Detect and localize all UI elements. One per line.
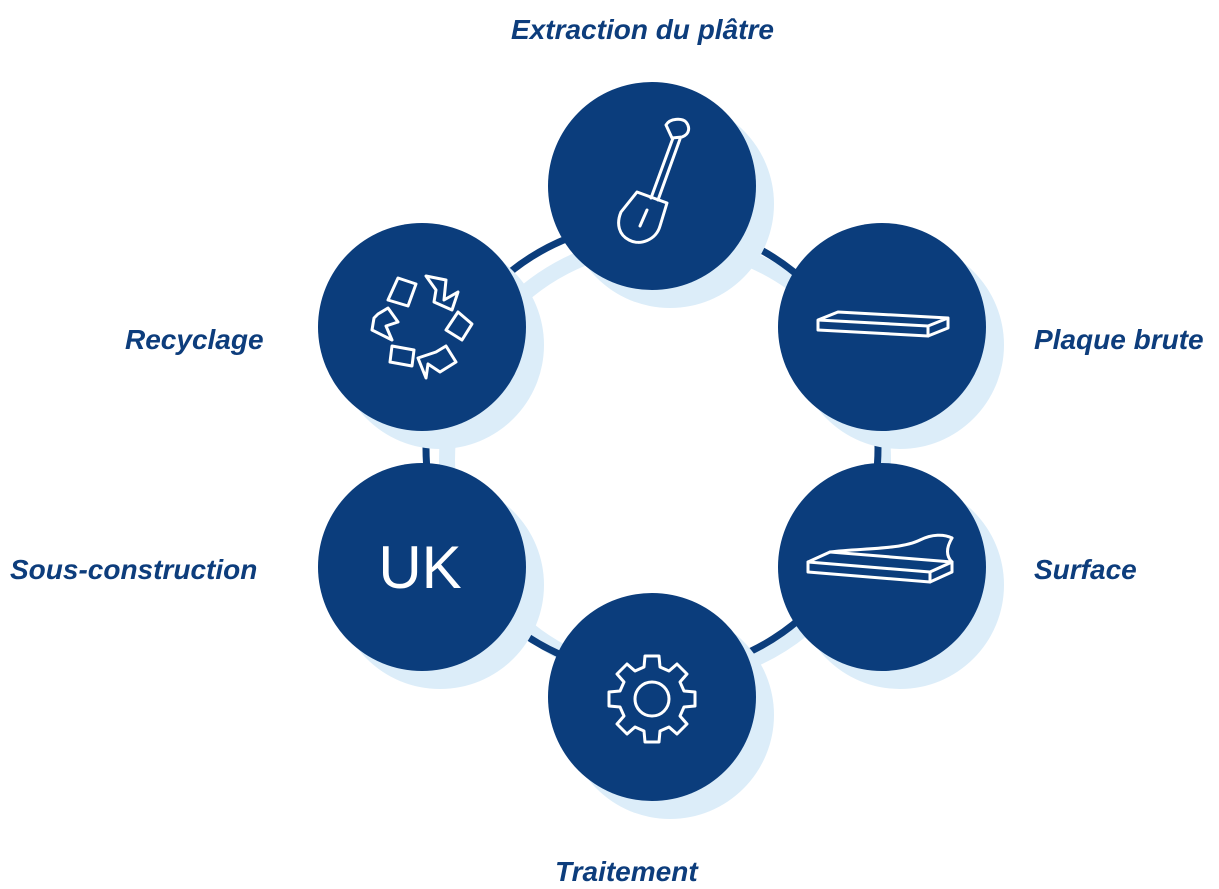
node-extraction (548, 82, 774, 308)
recycle-icon (370, 274, 474, 380)
gear-icon (607, 654, 697, 744)
label-traitement: Traitement (555, 856, 698, 887)
node-circle (778, 223, 986, 431)
node-circle (318, 223, 526, 431)
label-sous-construction: Sous-construction (10, 554, 258, 585)
node-circle (548, 593, 756, 801)
node-recyclage (318, 223, 544, 449)
uk-text-icon: UK (378, 534, 461, 601)
label-plaque-brute: Plaque brute (1034, 324, 1204, 355)
node-circle (318, 463, 526, 671)
board-icon (816, 310, 950, 338)
label-extraction: Extraction du plâtre (511, 14, 774, 45)
node-surface (778, 463, 1004, 689)
surface-sheet-icon (806, 533, 954, 584)
node-sous: UK (318, 463, 544, 689)
node-plaque (778, 223, 1004, 449)
node-circle (548, 82, 756, 290)
node-traitement (548, 593, 774, 819)
label-recyclage: Recyclage (125, 324, 264, 355)
label-surface: Surface (1034, 554, 1137, 585)
shovel-icon (617, 117, 691, 244)
